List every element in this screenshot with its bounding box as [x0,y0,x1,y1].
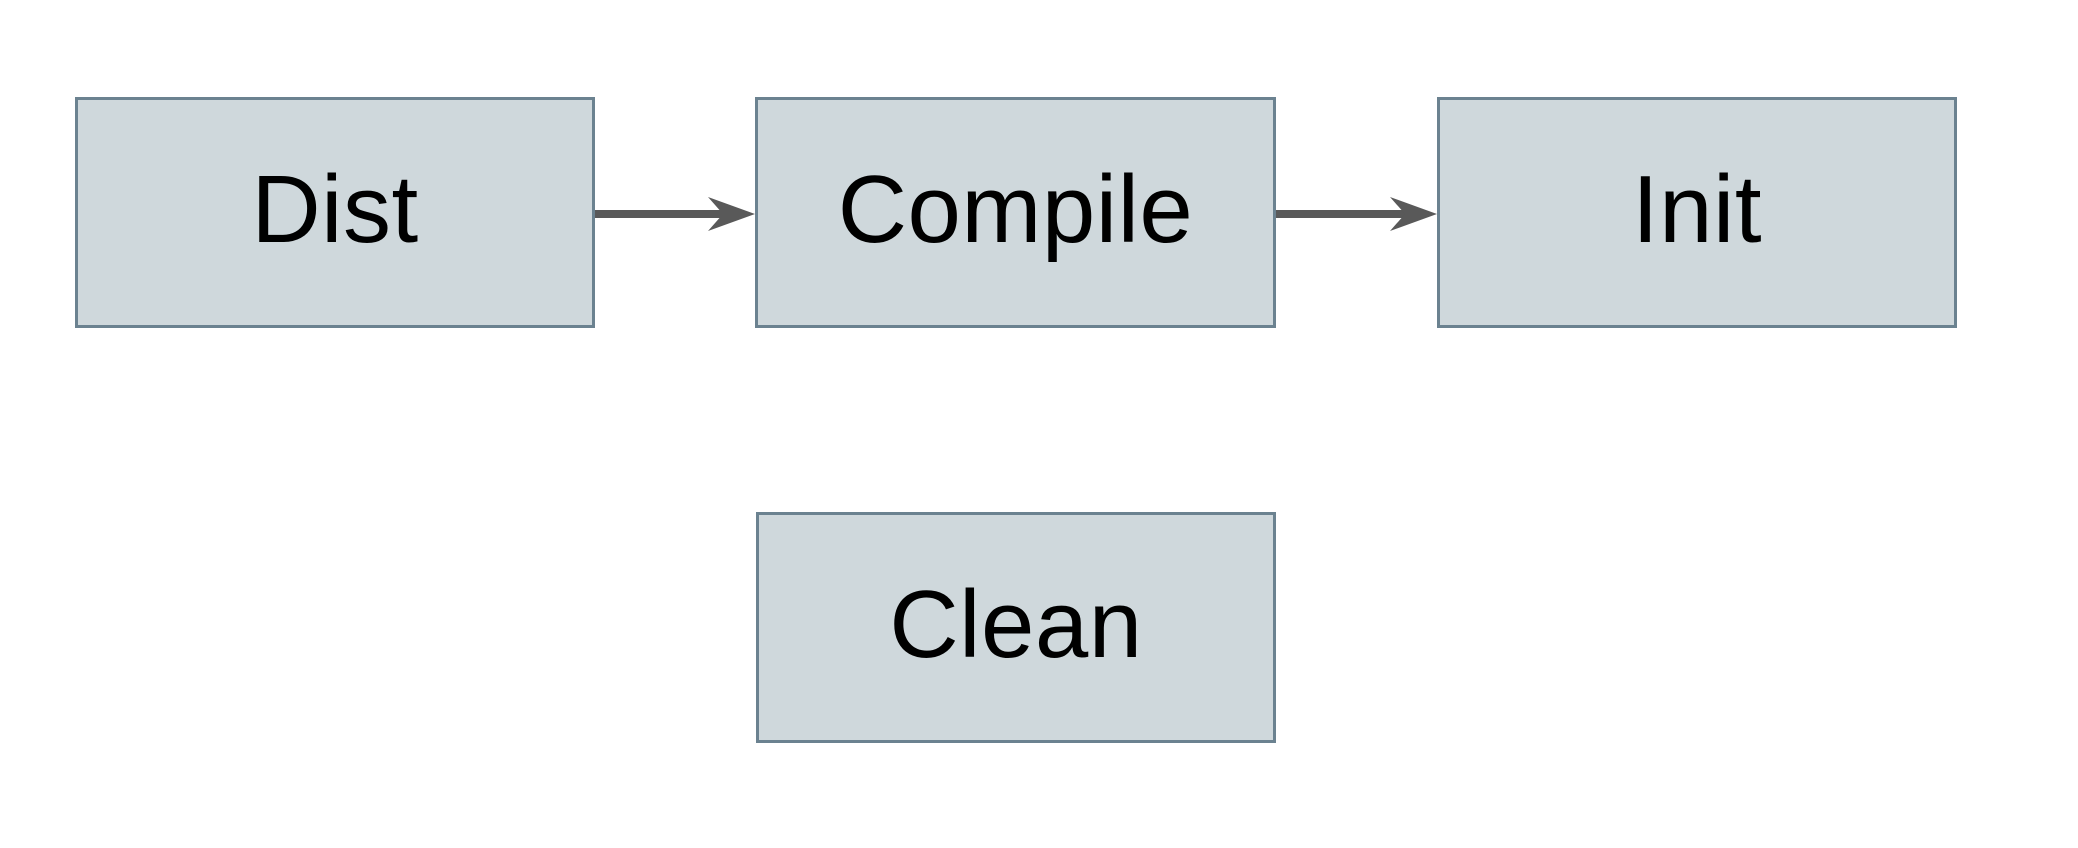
arrow-shaft [595,210,725,218]
arrow-dist-to-compile-icon [595,197,755,231]
arrow-shaft [1276,210,1407,218]
node-compile: Compile [755,97,1276,328]
node-dist-label: Dist [251,155,419,263]
node-compile-label: Compile [837,155,1194,263]
node-init-label: Init [1631,155,1763,263]
node-dist: Dist [75,97,595,328]
arrow-compile-to-init-icon [1276,197,1437,231]
arrowhead-icon [1390,197,1437,231]
node-init: Init [1437,97,1957,328]
node-clean-label: Clean [889,570,1143,678]
node-clean: Clean [756,512,1276,743]
arrowhead-icon [708,197,755,231]
